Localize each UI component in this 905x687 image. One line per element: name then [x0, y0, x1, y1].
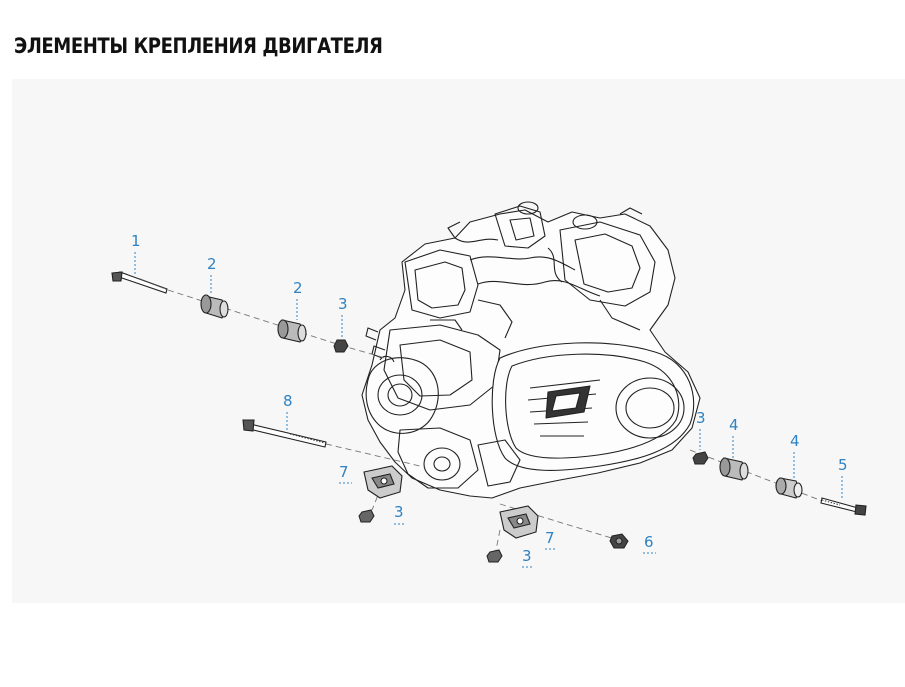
part-bracket-7a — [363, 465, 403, 499]
part-bolt-5 — [820, 497, 867, 516]
callout-label: 7 — [545, 529, 555, 547]
callout-label: 8 — [283, 392, 293, 410]
callout-label: 3 — [394, 503, 404, 521]
callout-label: 3 — [522, 547, 532, 565]
part-bracket-7b — [499, 505, 539, 539]
page-title: ЭЛЕМЕНТЫ КРЕПЛЕНИЯ ДВИГАТЕЛЯ — [14, 34, 383, 58]
callout-1: 1 — [131, 232, 141, 274]
part-bushing-2b — [277, 319, 307, 343]
callout-2a: 2 — [207, 255, 217, 294]
part-flange-nut-6 — [609, 533, 629, 549]
callouts: 1 2 2 3 8 7 3 — [131, 232, 848, 568]
callout-label: 2 — [293, 279, 303, 297]
callout-3d: 3 — [696, 409, 706, 450]
callout-label: 7 — [339, 463, 349, 481]
part-nut-3a — [333, 339, 349, 353]
callout-3a: 3 — [338, 295, 348, 338]
callout-4a: 4 — [729, 416, 739, 458]
part-bushing-4b — [775, 477, 803, 499]
callout-7a: 7 — [339, 463, 352, 484]
callout-label: 4 — [790, 432, 800, 450]
part-bushing-2a — [200, 294, 229, 319]
callout-2b: 2 — [293, 279, 303, 320]
callout-label: 1 — [131, 232, 141, 250]
part-bushing-4a — [719, 457, 749, 481]
callout-label: 2 — [207, 255, 217, 273]
callout-label: 5 — [838, 456, 848, 474]
callout-label: 3 — [696, 409, 706, 427]
part-nut-3d — [692, 451, 709, 465]
diagram-panel: 1 2 2 3 8 7 3 — [12, 79, 905, 603]
callout-label: 3 — [338, 295, 348, 313]
callout-label: 6 — [644, 533, 654, 551]
callout-4b: 4 — [790, 432, 800, 478]
part-long-bolt-8 — [242, 419, 327, 448]
callout-7b: 7 — [545, 529, 557, 550]
engine-illustration — [361, 201, 701, 499]
callout-label: 4 — [729, 416, 739, 434]
callout-8: 8 — [283, 392, 293, 432]
callout-6: 6 — [643, 533, 656, 554]
callout-3b: 3 — [394, 503, 406, 525]
part-nut-3c — [486, 549, 503, 563]
part-bolt-1 — [111, 271, 168, 294]
engine-mount-diagram: 1 2 2 3 8 7 3 — [111, 201, 867, 568]
callout-5: 5 — [838, 456, 848, 500]
part-nut-3b — [358, 509, 375, 523]
callout-3c: 3 — [522, 547, 534, 568]
